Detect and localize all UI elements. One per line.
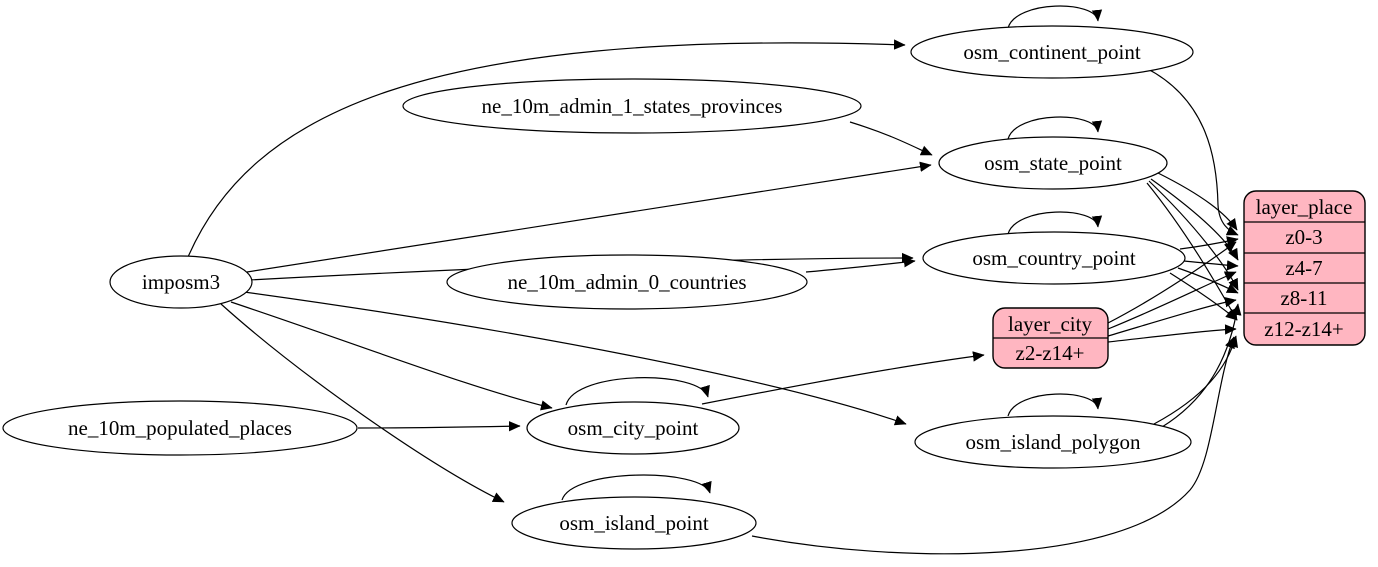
edge-imposm3-osm_island_polygon (243, 291, 907, 426)
edge-ne_10m_admin_1_states_provinces-osm_state_point (849, 121, 933, 156)
record-layer_place: layer_place z0-3 z4-7 z8-11 z12-z14+ (1243, 190, 1366, 346)
node-ne_10m_admin_0_countries: ne_10m_admin_0_countries (446, 254, 808, 310)
node-ne_10m_admin_1_states_provinces-shape (402, 78, 862, 134)
edge-imposm3-osm_island_point (220, 303, 505, 503)
node-ne_10m_populated_places-shape (2, 400, 358, 456)
edge-osm_island_point-self (561, 474, 712, 501)
edge-osm_state_point-self (1007, 116, 1103, 140)
node-osm_country_point: osm_country_point (922, 231, 1186, 285)
node-osm_island_polygon-shape (914, 415, 1192, 469)
node-osm_island_point-shape (511, 496, 757, 550)
node-osm_state_point: osm_state_point (938, 136, 1168, 190)
edge-imposm3-osm_state_point (246, 161, 932, 273)
record-layer_place-row-z0-3: z0-3 (1285, 225, 1322, 249)
node-ne_10m_admin_1_states_provinces: ne_10m_admin_1_states_provinces (402, 78, 862, 134)
record-layer_city-row-z2-z14: z2-z14+ (1016, 341, 1085, 365)
edge-layer_city-layer_place-z4-7 (1107, 271, 1237, 330)
node-osm_city_point-label: osm_city_point (568, 416, 699, 440)
edge-osm_island_polygon-self (1007, 393, 1103, 417)
edge-osm_city_point-self (565, 377, 710, 406)
edge-osm_state_point-layer_place-z4-7 (1150, 178, 1239, 261)
node-osm_island_polygon: osm_island_polygon (914, 415, 1192, 469)
node-ne_10m_populated_places: ne_10m_populated_places (2, 400, 358, 456)
node-ne_10m_admin_1_states_provinces-label: ne_10m_admin_1_states_provinces (482, 94, 783, 118)
node-osm_state_point-label: osm_state_point (984, 151, 1122, 175)
node-imposm3: imposm3 (109, 255, 253, 309)
record-layer_place-row-z12-z14: z12-z14+ (1264, 317, 1343, 341)
edge-osm_island_polygon-layer_place-z12-z14 (1153, 335, 1239, 425)
node-osm_continent_point-label: osm_continent_point (963, 40, 1140, 64)
record-layer_place-box (1243, 190, 1366, 346)
node-osm_country_point-shape (922, 231, 1186, 285)
edge-osm_island_polygon-layer_place-z8-11 (1161, 303, 1242, 428)
node-osm_continent_point-shape (910, 25, 1194, 79)
node-osm_city_point: osm_city_point (526, 401, 740, 455)
edge-layer_city-layer_place-z8-11 (1107, 296, 1237, 337)
edge-layer_city-layer_place-z0-3 (1107, 241, 1237, 324)
record-layer_place-row-z4-7: z4-7 (1285, 256, 1322, 280)
record-layer_city: layer_city z2-z14+ (992, 307, 1109, 369)
node-osm_country_point-label: osm_country_point (972, 246, 1135, 270)
edge-osm_continent_point-self (1007, 5, 1103, 29)
edge-layer_city-layer_place-z12-z14 (1107, 324, 1237, 343)
edge-osm_city_point-layer_city (701, 351, 985, 405)
node-osm_state_point-shape (938, 136, 1168, 190)
edge-osm_island_point-layer_place-z12-z14 (751, 336, 1235, 555)
edge-osm_country_point-layer_place-z12-z14 (1169, 272, 1238, 321)
edges (187, 5, 1242, 555)
node-osm_continent_point: osm_continent_point (910, 25, 1194, 79)
record-layer_place-row-z8-11: z8-11 (1280, 286, 1327, 310)
node-imposm3-shape (109, 255, 253, 309)
record-layer_city-title: layer_city (1008, 312, 1092, 336)
record-layer_place-title: layer_place (1256, 195, 1353, 219)
node-osm_island_point-label: osm_island_point (559, 511, 709, 535)
node-osm_city_point-shape (526, 401, 740, 455)
edge-osm_country_point-layer_place-z0-3 (1179, 236, 1239, 250)
node-ne_10m_admin_0_countries-shape (446, 254, 808, 310)
node-ne_10m_admin_0_countries-label: ne_10m_admin_0_countries (507, 270, 746, 294)
node-imposm3-label: imposm3 (142, 270, 220, 294)
edge-osm_state_point-layer_place-z0-3 (1157, 172, 1238, 231)
node-osm_island_point: osm_island_point (511, 496, 757, 550)
edge-osm_state_point-layer_place-z8-11 (1148, 180, 1239, 291)
edge-imposm3-osm_city_point (230, 301, 553, 411)
node-osm_island_polygon-label: osm_island_polygon (965, 430, 1141, 454)
edge-ne_10m_populated_places-osm_city_point (357, 421, 521, 432)
edge-osm_country_point-self (1007, 211, 1103, 235)
edge-osm_country_point-layer_place-z8-11 (1177, 267, 1239, 294)
edge-ne_10m_admin_0_countries-osm_country_point (805, 257, 916, 273)
node-ne_10m_populated_places-label: ne_10m_populated_places (68, 416, 292, 440)
edge-imposm3-osm_continent_point (187, 39, 906, 258)
edge-osm_country_point-layer_place-z4-7 (1183, 260, 1239, 271)
